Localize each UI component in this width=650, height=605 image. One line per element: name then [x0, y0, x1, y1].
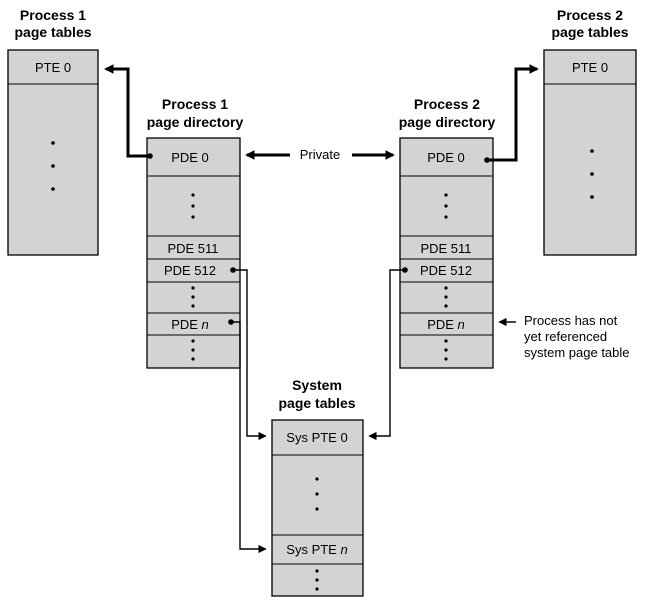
private-label: Private	[300, 147, 340, 162]
ellipsis-icon	[315, 569, 319, 591]
ellipsis-icon	[444, 286, 448, 308]
sys-pte0: Sys PTE 0	[286, 430, 347, 445]
pde0-to-p2-pte0-arrow	[487, 64, 539, 162]
ellipsis-icon	[315, 477, 319, 511]
process1-dir-title-line1: Process 1	[162, 96, 228, 112]
pde0-to-p1-pte0-arrow	[104, 64, 150, 158]
process1-pde512: PDE 512	[164, 263, 216, 278]
process1-pte0: PTE 0	[35, 60, 71, 75]
process2-page-tables: Process 2 page tables PTE 0	[543, 7, 637, 256]
process1-pden: PDE n	[171, 317, 209, 332]
process2-page-directory: Process 2 page directory PDE 0 PDE 511 P…	[399, 96, 496, 369]
process2-page-table-box	[543, 49, 637, 256]
ellipsis-icon	[191, 286, 195, 308]
ellipsis-icon	[444, 339, 448, 361]
process1-pde511: PDE 511	[167, 241, 218, 256]
ellipsis-icon	[444, 193, 448, 219]
process2-pden: PDE n	[427, 317, 465, 332]
process2-pde511: PDE 511	[420, 241, 471, 256]
ellipsis-icon	[590, 149, 594, 199]
ellipsis-icon	[191, 339, 195, 361]
process2-pte0: PTE 0	[572, 60, 608, 75]
process2-dir-title-line2: page directory	[399, 114, 496, 130]
process2-pde512: PDE 512	[420, 263, 472, 278]
p2-pde512-to-sys-pte0-arrow	[368, 269, 405, 441]
process1-page-tables: Process 1 page tables PTE 0	[7, 7, 99, 256]
note-line2: yet referenced	[524, 329, 607, 344]
process1-dir-title-line2: page directory	[147, 114, 244, 130]
note-line3: system page table	[524, 345, 630, 360]
system-tables-title-line1: System	[292, 377, 342, 393]
system-page-tables: System page tables Sys PTE 0 Sys PTE n	[271, 377, 364, 597]
process1-tables-title-line2: page tables	[14, 24, 91, 40]
process1-page-directory: Process 1 page directory PDE 0 PDE 511 P…	[146, 96, 244, 369]
process2-pde0: PDE 0	[427, 150, 465, 165]
p1-pde512-to-sys-pte0-arrow	[233, 269, 267, 441]
process2-tables-title-line2: page tables	[551, 24, 628, 40]
ellipsis-icon	[51, 141, 55, 191]
process2-dir-title-line1: Process 2	[414, 96, 480, 112]
process1-page-table-box	[7, 49, 99, 256]
note-line1: Process has not	[524, 313, 618, 328]
sys-pten: Sys PTE n	[286, 542, 347, 557]
ellipsis-icon	[191, 193, 195, 219]
p1-pden-to-sys-pten-arrow	[231, 321, 267, 554]
process1-pde0: PDE 0	[171, 150, 209, 165]
system-tables-title-line2: page tables	[278, 395, 355, 411]
process1-tables-title-line1: Process 1	[20, 7, 86, 23]
process2-tables-title-line1: Process 2	[557, 7, 623, 23]
